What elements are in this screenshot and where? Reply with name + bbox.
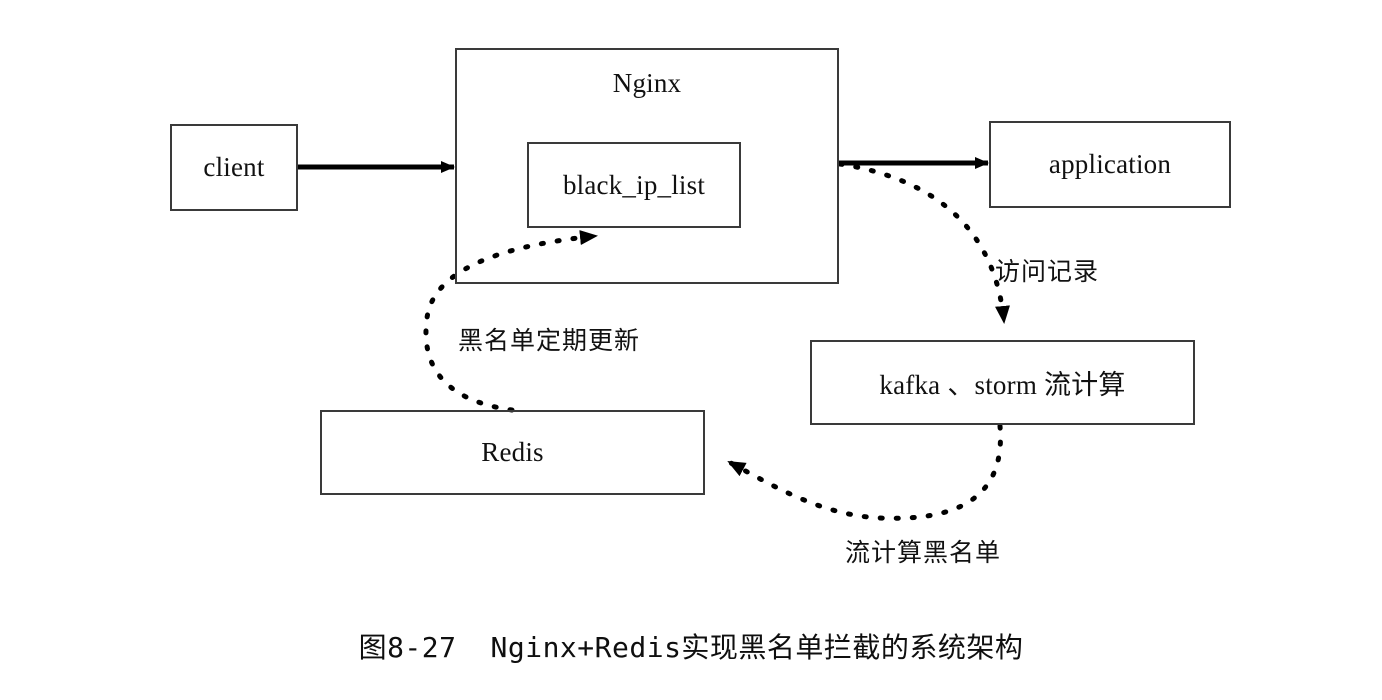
edge-nginx-to-kafka (837, 161, 1010, 325)
edge-label-access-log: 访问记录 (995, 257, 1100, 286)
figure-caption-text: Nginx+Redis实现黑名单拦截的系统架构 (490, 631, 1024, 664)
node-redis-label: Redis (481, 437, 544, 467)
node-nginx-label: Nginx (612, 68, 682, 98)
node-black-ip-list-label: black_ip_list (562, 169, 706, 200)
node-application[interactable]: application (989, 121, 1231, 208)
edge-redis-to-black-ip-list (423, 230, 599, 413)
node-client[interactable]: client (170, 124, 298, 211)
node-kafka-storm[interactable]: kafka 、storm 流计算 (810, 340, 1195, 425)
node-kafka-storm-label: kafka 、storm 流计算 (879, 370, 1126, 400)
figure-caption: 图8-27 Nginx+Redis实现黑名单拦截的系统架构 (0, 626, 1382, 666)
figure-caption-number: 图8-27 (358, 631, 457, 664)
node-redis[interactable]: Redis (320, 410, 705, 495)
node-black-ip-list[interactable]: black_ip_list (527, 142, 741, 228)
node-nginx[interactable]: Nginx (455, 48, 839, 284)
node-client-label: client (203, 152, 265, 182)
edge-label-blacklist-update: 黑名单定期更新 (458, 326, 641, 355)
edge-kafka-to-redis (726, 423, 1003, 521)
edge-label-stream-blacklist: 流计算黑名单 (845, 538, 1002, 567)
node-application-label: application (1048, 149, 1172, 179)
